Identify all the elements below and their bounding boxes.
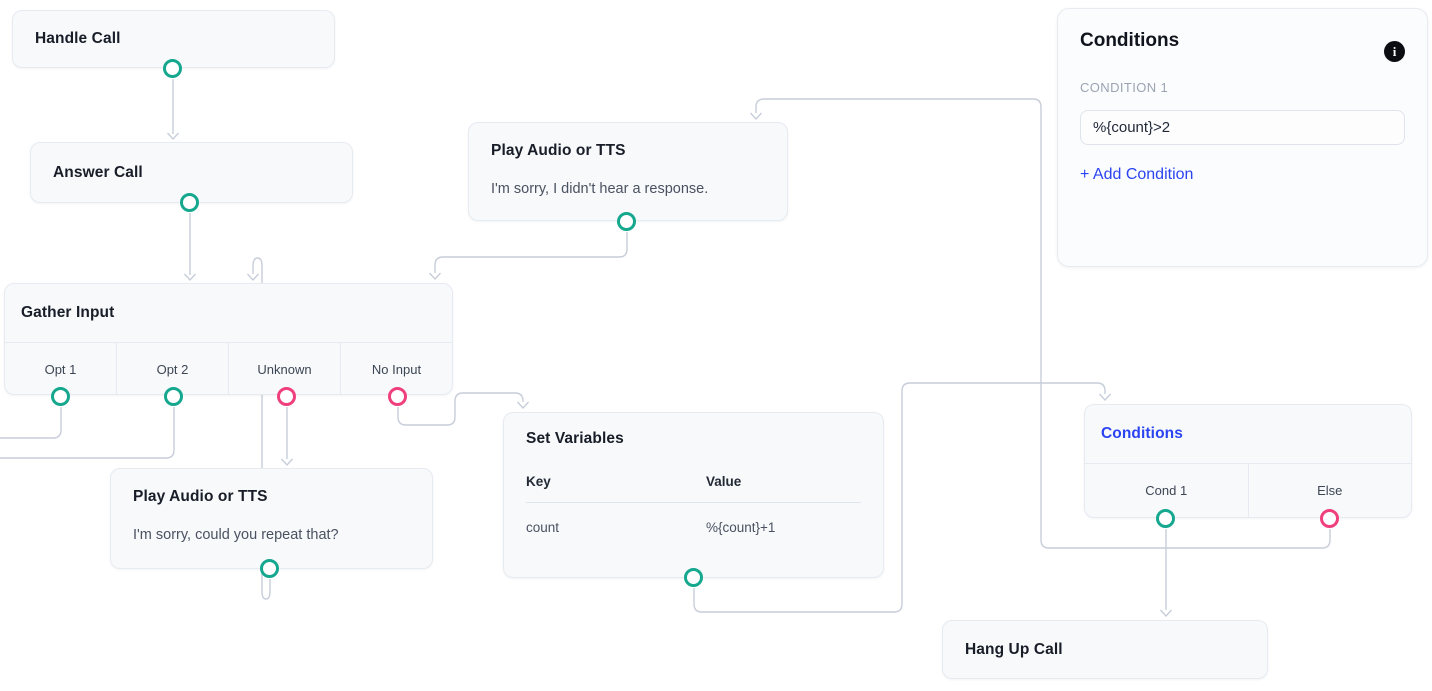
node-play-tts-repeat-body: I'm sorry, could you repeat that?	[133, 527, 339, 543]
port-answer-call-out[interactable]	[180, 193, 199, 212]
edge-else-to-tts-noresponse	[755, 98, 1331, 549]
port-set-variables-out[interactable]	[684, 568, 703, 587]
edge-tts-repeat-loop-to-gather	[252, 257, 271, 600]
port-else[interactable]	[1320, 509, 1339, 528]
node-set-variables[interactable]: Set Variables Key Value count %{count}+1	[503, 412, 884, 578]
node-play-tts-no-response[interactable]: Play Audio or TTS I'm sorry, I didn't he…	[468, 122, 788, 221]
node-hang-up-call-title: Hang Up Call	[965, 640, 1063, 658]
value-column-header: Value	[706, 474, 742, 489]
port-opt-2[interactable]	[164, 387, 183, 406]
edge-tts-repeat-loop-to-gather-arrow	[246, 273, 260, 282]
node-conditions[interactable]: Conditions Cond 1 Else	[1084, 404, 1412, 518]
node-play-tts-repeat[interactable]: Play Audio or TTS I'm sorry, could you r…	[110, 468, 433, 569]
node-gather-input-header: Gather Input	[5, 284, 452, 343]
conditions-panel: Conditions i CONDITION 1 + Add Condition	[1057, 8, 1428, 267]
set-variables-row: count %{count}+1	[526, 520, 861, 535]
node-gather-input[interactable]: Gather Input Opt 1 Opt 2 Unknown No Inpu…	[4, 283, 453, 395]
output-no-input-label: No Input	[371, 361, 422, 377]
output-unknown[interactable]: Unknown	[228, 343, 340, 395]
output-opt-1-label: Opt 1	[44, 361, 77, 377]
node-gather-input-title: Gather Input	[21, 304, 115, 321]
node-play-tts-repeat-title: Play Audio or TTS	[133, 488, 268, 505]
port-no-input[interactable]	[388, 387, 407, 406]
edge-answer-to-gather-arrow	[183, 273, 197, 282]
node-handle-call[interactable]: Handle Call	[12, 10, 335, 68]
edge-tts-noresponse-to-gather-arrow	[428, 272, 442, 281]
port-opt-1[interactable]	[51, 387, 70, 406]
node-handle-call-title: Handle Call	[35, 30, 121, 47]
edge-cond1-to-hangup-arrow	[1159, 609, 1173, 618]
edge-opt2-exit	[0, 407, 175, 459]
node-answer-call[interactable]: Answer Call	[30, 142, 353, 203]
variable-key: count	[526, 520, 560, 535]
port-unknown[interactable]	[277, 387, 296, 406]
output-else[interactable]: Else	[1247, 464, 1412, 517]
variable-value: %{count}+1	[706, 520, 776, 535]
port-handle-call-out[interactable]	[163, 59, 182, 78]
node-conditions-outputs: Cond 1 Else	[1085, 464, 1411, 517]
node-gather-input-outputs: Opt 1 Opt 2 Unknown No Input	[5, 343, 452, 395]
port-cond-1[interactable]	[1156, 509, 1175, 528]
key-column-header: Key	[526, 474, 551, 489]
conditions-panel-title: Conditions	[1080, 30, 1180, 51]
condition-1-label: CONDITION 1	[1080, 80, 1169, 95]
set-variables-divider	[526, 502, 861, 503]
output-no-input[interactable]: No Input	[340, 343, 452, 395]
edge-handle-to-answer-arrow	[166, 132, 180, 141]
edge-opt1-exit	[0, 407, 62, 439]
add-condition-link[interactable]: + Add Condition	[1080, 166, 1194, 183]
output-cond-1[interactable]: Cond 1	[1085, 464, 1248, 517]
edge-noinput-to-setvars-arrow	[516, 401, 530, 410]
output-else-label: Else	[1317, 483, 1343, 498]
output-opt-2[interactable]: Opt 2	[116, 343, 228, 395]
edge-noinput-to-setvars	[397, 392, 524, 426]
edge-else-to-tts-noresponse-arrow	[749, 112, 763, 121]
node-play-tts-no-response-title: Play Audio or TTS	[491, 142, 626, 159]
port-play-tts-no-response-out[interactable]	[617, 212, 636, 231]
set-variables-table-header: Key Value	[526, 474, 861, 489]
output-opt-2-label: Opt 2	[156, 361, 189, 377]
node-conditions-title: Conditions	[1101, 425, 1183, 442]
output-cond-1-label: Cond 1	[1145, 483, 1188, 498]
edge-setvars-to-conditions	[693, 382, 1106, 613]
edge-tts-noresponse-to-gather	[434, 232, 628, 273]
edge-setvars-to-conditions-arrow	[1098, 393, 1112, 402]
edge-unknown-to-tts-repeat-arrow	[280, 458, 294, 467]
output-unknown-label: Unknown	[257, 361, 312, 377]
node-play-tts-no-response-body: I'm sorry, I didn't hear a response.	[491, 181, 709, 197]
info-icon[interactable]: i	[1384, 41, 1405, 62]
node-set-variables-title: Set Variables	[526, 430, 624, 447]
port-play-tts-repeat-out[interactable]	[260, 559, 279, 578]
node-conditions-header: Conditions	[1085, 405, 1411, 464]
node-hang-up-call[interactable]: Hang Up Call	[942, 620, 1268, 679]
condition-1-input[interactable]	[1080, 110, 1405, 145]
node-answer-call-title: Answer Call	[53, 163, 143, 181]
output-opt-1[interactable]: Opt 1	[5, 343, 116, 395]
